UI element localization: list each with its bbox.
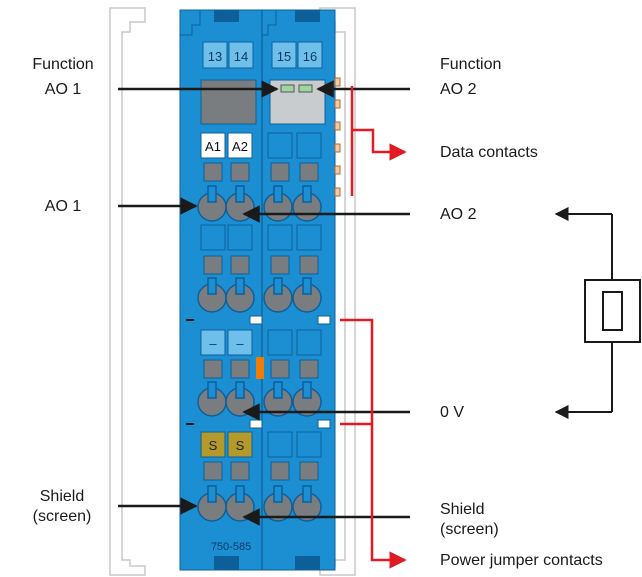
channel-label-a1: A1 [205, 139, 221, 154]
pin-row-3 [203, 359, 319, 379]
orange-indicator [256, 357, 264, 379]
pin-row-2 [203, 255, 319, 275]
minus-label-2: – [236, 336, 244, 351]
label-function-ao1-line1: Function [32, 56, 94, 73]
label-ao2: AO 2 [440, 206, 477, 223]
resistor-symbol [602, 291, 623, 331]
led-ao2 [298, 84, 313, 93]
shield-label-1: S [209, 438, 218, 453]
label-data-contacts: Data contacts [440, 144, 538, 161]
header-number-13: 13 [208, 49, 222, 64]
label-shield-right-line2: (screen) [440, 521, 499, 538]
label-zero-v: 0 V [440, 404, 465, 421]
shield-box-1 [200, 431, 226, 458]
label-shield-right-line1: Shield [440, 501, 485, 518]
led-window [269, 79, 326, 125]
model-number: 750-585 [211, 541, 251, 553]
shield-label-2: S [236, 438, 245, 453]
label-ao1: AO 1 [44, 198, 82, 215]
pin-row-4 [203, 461, 319, 481]
label-function-ao2-line1: Function [440, 56, 502, 73]
load-circuit [554, 207, 641, 419]
channel-label-box-a1 [200, 132, 226, 159]
header-number-15: 15 [277, 49, 291, 64]
clamp-row-2 [197, 277, 322, 313]
channel-label-box-a2 [227, 132, 253, 159]
status-window [200, 79, 257, 125]
label-shield-left-line1: Shield [39, 488, 85, 505]
header-numbers: 13 14 15 16 [202, 41, 323, 69]
header-number-16: 16 [303, 49, 317, 64]
shield-box-2 [227, 431, 253, 458]
minus-label-1: – [209, 336, 217, 351]
label-power-jumper: Power jumper contacts [440, 552, 603, 569]
clamp-row-4 [197, 485, 322, 522]
minus-box-1 [200, 329, 226, 356]
pin-row-1 [203, 162, 319, 182]
led-ao1 [280, 84, 295, 93]
label-function-ao2-line2: AO 2 [440, 81, 477, 98]
label-function-ao1-line2: AO 1 [44, 81, 82, 98]
data-contacts-arrow [350, 86, 407, 196]
channel-label-a2: A2 [232, 139, 248, 154]
header-number-14: 14 [234, 49, 248, 64]
data-contacts-strip [334, 77, 341, 197]
pointer-arrows [118, 80, 410, 526]
power-jumper-arrow [340, 318, 407, 569]
terminal-module: 13 14 15 16 A1 A2 [179, 9, 336, 571]
label-shield-left-line2: (screen) [32, 508, 92, 525]
minus-box-2 [227, 329, 253, 356]
